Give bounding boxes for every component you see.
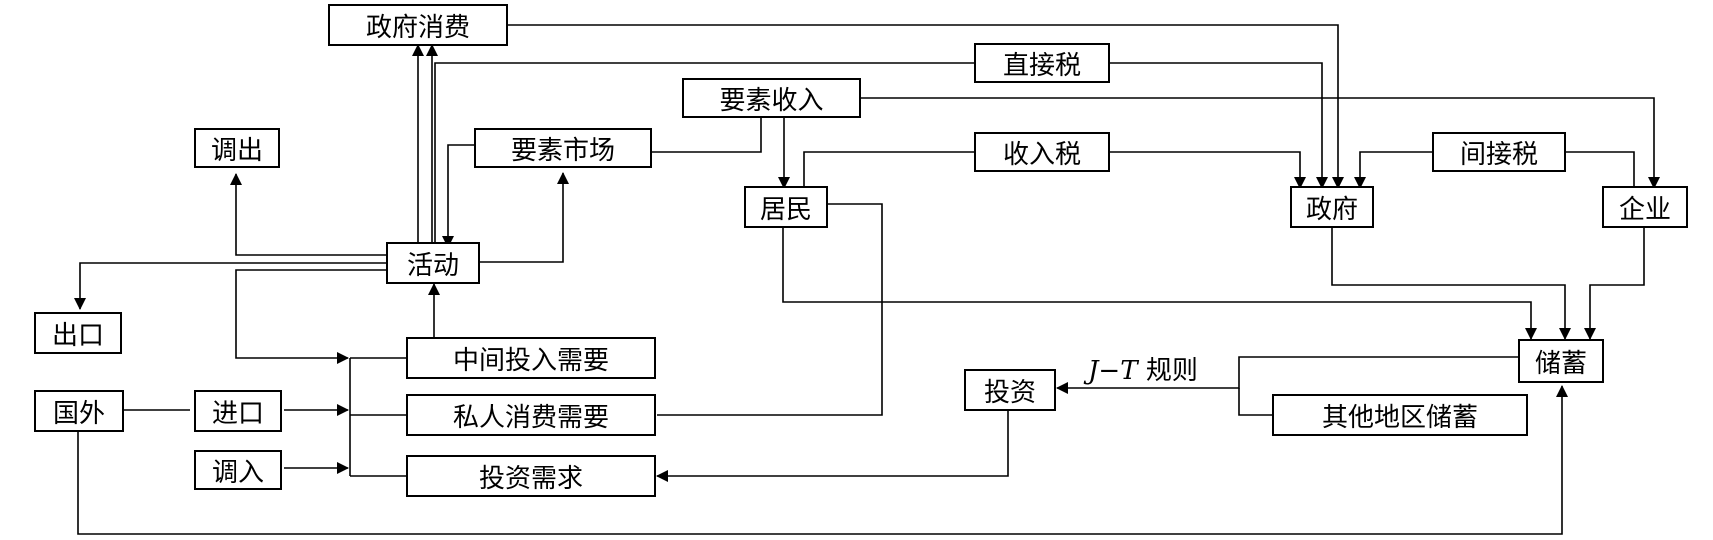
edge-income-tax-from-residents bbox=[803, 151, 974, 188]
edge-direct-tax-from-activity bbox=[434, 62, 974, 248]
other-region-savings-node: 其他地区储蓄 bbox=[1272, 394, 1528, 436]
investment-demand-node: 投资需求 bbox=[406, 455, 656, 497]
government-node: 政府 bbox=[1290, 186, 1374, 228]
residents-node: 居民 bbox=[744, 186, 828, 228]
jt-rule-math: J−T bbox=[1088, 356, 1138, 386]
edge-residents-to-savings bbox=[782, 225, 1537, 340]
edge-enterprise-to-savings bbox=[1584, 225, 1645, 340]
private-consumption-demand-node: 私人消费需要 bbox=[406, 394, 656, 436]
edge-residents-to-private-consumption bbox=[657, 203, 883, 416]
edge-factor-market-to-activity bbox=[442, 144, 474, 248]
exports-node: 出口 bbox=[34, 312, 122, 354]
jt-rule-label: J−T 规则 bbox=[1088, 350, 1198, 387]
direct-tax-node: 直接税 bbox=[974, 43, 1110, 83]
edge-other-savings-join bbox=[1238, 388, 1272, 416]
jt-rule-text: 规则 bbox=[1145, 356, 1198, 386]
edge-indirect-tax-to-government bbox=[1354, 151, 1432, 189]
export-transfer-node: 调出 bbox=[194, 128, 280, 168]
savings-node: 储蓄 bbox=[1518, 339, 1604, 383]
import-transfer-node: 调入 bbox=[194, 450, 282, 490]
edge-activity-to-factor-market bbox=[478, 172, 569, 263]
edge-activity-to-exports bbox=[74, 262, 388, 310]
income-tax-node: 收入税 bbox=[974, 132, 1110, 172]
enterprise-node: 企业 bbox=[1602, 186, 1688, 228]
edge-direct-tax-to-government bbox=[1110, 62, 1328, 189]
edge-investment-to-investment-demand bbox=[656, 407, 1009, 482]
factor-market-node: 要素市场 bbox=[474, 128, 652, 168]
intermediate-input-demand-node: 中间投入需要 bbox=[406, 337, 656, 379]
foreign-node: 国外 bbox=[34, 390, 124, 432]
edge-activity-to-intermediate-demand bbox=[235, 269, 388, 364]
gov-consumption-node: 政府消费 bbox=[328, 4, 508, 46]
factor-income-node: 要素收入 bbox=[682, 78, 861, 118]
imports-node: 进口 bbox=[194, 390, 282, 432]
edge-foreign-to-savings bbox=[77, 385, 1568, 535]
activity-node: 活动 bbox=[386, 242, 480, 284]
edge-factor-market-to-factor-income bbox=[652, 117, 762, 153]
edge-activity-to-export-transfer bbox=[230, 173, 388, 256]
edge-gov-consumption-to-government bbox=[508, 24, 1344, 189]
indirect-tax-node: 间接税 bbox=[1432, 132, 1566, 172]
investment-node: 投资 bbox=[964, 369, 1056, 411]
edge-indirect-tax-from-enterprise bbox=[1566, 151, 1635, 188]
edge-savings-to-investment bbox=[1056, 356, 1518, 394]
edge-factor-income-to-enterprise bbox=[861, 97, 1660, 189]
edge-income-tax-to-government bbox=[1110, 151, 1306, 189]
edge-government-to-savings bbox=[1331, 225, 1571, 340]
